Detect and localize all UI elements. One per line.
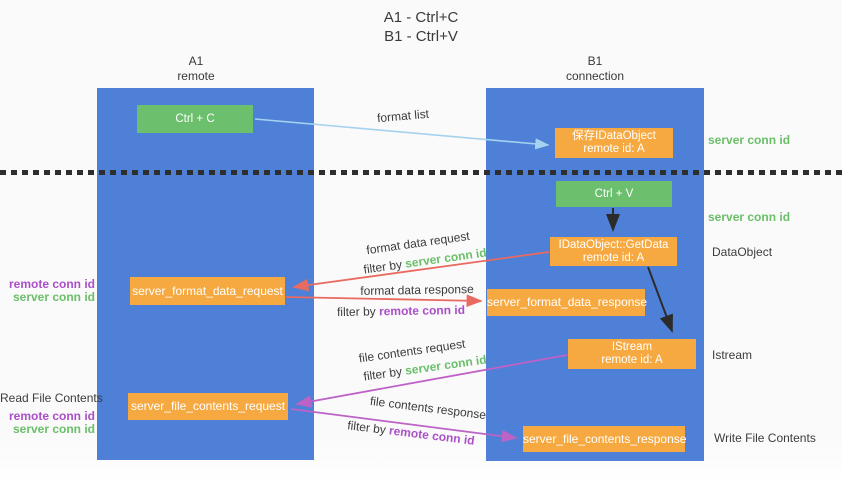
node-save-idataobject-line2: remote id: A	[583, 143, 645, 155]
node-server-format-data-request-label: server_format_data_request	[132, 284, 283, 298]
filter-by-prefix-2: filter by	[336, 304, 380, 320]
label-istream: Istream	[712, 348, 753, 362]
filter-by-highlight-4: remote conn id	[388, 423, 476, 448]
arrow-label-filter-by-remote-1: filter by remote conn id	[337, 303, 465, 319]
node-server-file-contents-request-label: server_file_contents_request	[130, 399, 286, 413]
label-server-conn-id-left-bottom: server conn id	[12, 422, 95, 436]
node-idataobject-getdata-line1: IDataObject::GetData	[558, 239, 669, 251]
column-header-a1: A1 remote	[86, 54, 306, 84]
node-server-format-data-request: server_format_data_request	[130, 277, 285, 305]
arrow-format-data-response	[285, 294, 483, 308]
filter-by-highlight-2: remote conn id	[378, 302, 466, 319]
left-conn-id-stack-top: remote conn id server conn id	[0, 278, 95, 304]
node-istream-line2: remote id: A	[601, 354, 663, 366]
arrow-label-format-data-response: format data response	[360, 282, 474, 298]
node-istream-line1: IStream	[611, 341, 653, 353]
label-server-conn-id-mid: server conn id	[708, 210, 791, 224]
node-save-idataobject-line1: 保存IDataObject	[572, 130, 656, 142]
node-server-file-contents-response: server_file_contents_response	[523, 426, 687, 452]
column-a1-subtitle: remote	[177, 69, 215, 83]
arrow-label-filter-by-remote-2: filter by remote conn id	[347, 418, 476, 447]
column-b1-name: B1	[587, 54, 603, 68]
node-ctrl-v: Ctrl + V	[556, 181, 672, 207]
label-read-file-contents: Read File Contents	[0, 391, 103, 405]
label-dataobject: DataObject	[712, 245, 773, 259]
title-line-1: A1 - Ctrl+C	[383, 9, 459, 26]
label-write-file-contents: Write File Contents	[714, 431, 816, 445]
node-idataobject-getdata: IDataObject::GetData remote id: A	[550, 237, 677, 266]
node-server-format-data-response-label: server_format_data_response	[487, 295, 648, 309]
node-ctrl-v-label: Ctrl + V	[594, 188, 634, 200]
title-line-2: B1 - Ctrl+V	[384, 28, 458, 45]
dotted-separator	[0, 170, 842, 175]
left-conn-id-stack-bottom: remote conn id server conn id	[0, 410, 95, 436]
node-istream: IStream remote id: A	[568, 339, 696, 369]
node-server-format-data-response: server_format_data_response	[487, 289, 648, 316]
filter-by-prefix-4: filter by	[346, 418, 391, 438]
column-b1-subtitle: connection	[565, 69, 625, 83]
filter-by-prefix-3: filter by	[362, 363, 407, 384]
node-ctrl-c: Ctrl + C	[137, 105, 253, 133]
column-header-b1: B1 connection	[486, 54, 704, 84]
label-remote-conn-id-bottom: remote conn id	[8, 409, 95, 423]
column-a1-name: A1	[188, 54, 204, 68]
arrow-label-file-contents-response: file contents response	[369, 393, 487, 423]
label-server-conn-id-top: server conn id	[708, 133, 791, 147]
node-server-file-contents-request: server_file_contents_request	[128, 393, 288, 420]
diagram-title: A1 - Ctrl+C B1 - Ctrl+V	[0, 8, 842, 46]
node-server-file-contents-response-label: server_file_contents_response	[523, 432, 687, 446]
node-idataobject-getdata-line2: remote id: A	[582, 252, 645, 264]
label-remote-conn-id-top: remote conn id	[8, 277, 95, 291]
label-server-conn-id-left-top: server conn id	[12, 290, 95, 304]
filter-by-prefix-1: filter by	[362, 256, 407, 277]
node-save-idataobject: 保存IDataObject remote id: A	[555, 128, 673, 158]
node-ctrl-c-label: Ctrl + C	[175, 113, 215, 125]
arrow-label-format-list: format list	[376, 106, 430, 126]
